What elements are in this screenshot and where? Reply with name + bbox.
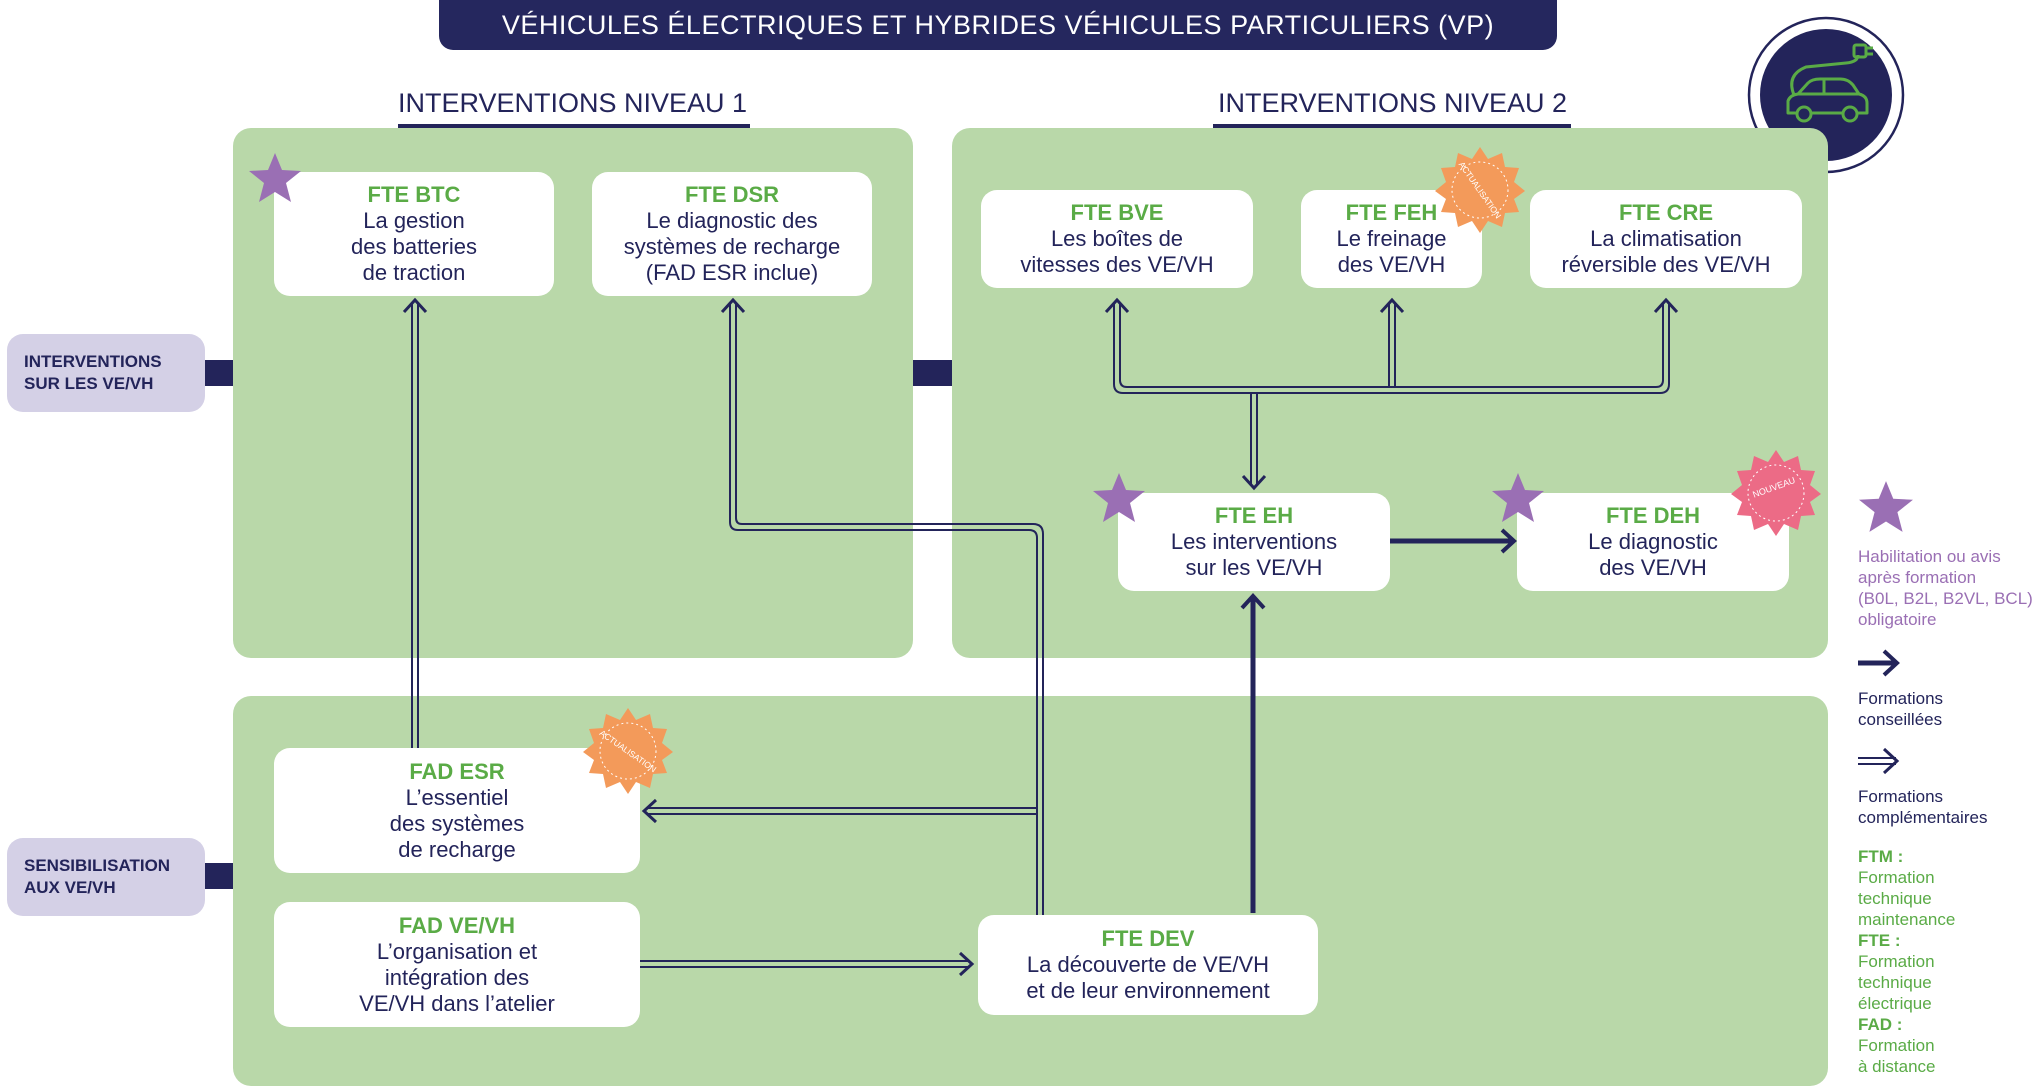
node-code: FTE BVE bbox=[1070, 200, 1164, 225]
legend-double-arrow-text: Formations complémentaires bbox=[1858, 787, 1988, 827]
node-code: FTE BTC bbox=[367, 182, 461, 207]
node-code: FTE DEH bbox=[1605, 503, 1701, 528]
level2-underline bbox=[1213, 124, 1571, 129]
arrow-esr-to-btc bbox=[402, 297, 428, 748]
node-desc: Le diagnostic des systèmes de recharge (… bbox=[623, 208, 841, 285]
level1-underline bbox=[398, 124, 750, 129]
node-fte-dsr: FTE DSR Le diagnostic des systèmes de re… bbox=[592, 172, 872, 296]
node-fte-dev: FTE DEV La découverte de VE/VH et de leu… bbox=[978, 915, 1318, 1015]
sensibilisation-label-text: SENSIBILISATION AUX VE/VH bbox=[24, 856, 171, 897]
sensibilisation-label: SENSIBILISATION AUX VE/VH bbox=[7, 838, 205, 916]
actualisation-badge: ACTUALISATION bbox=[1435, 147, 1525, 233]
abbr-code: FTE : bbox=[1858, 931, 1901, 950]
abbr-ftm: FTM : Formation technique maintenance bbox=[1858, 846, 2033, 930]
arrow-eh-to-deh bbox=[1390, 528, 1517, 554]
abbr-code: FAD : bbox=[1858, 1015, 1903, 1034]
legend-star-text: Habilitation ou avis après formation (B0… bbox=[1858, 547, 2033, 629]
level2-title: INTERVENTIONS NIVEAU 2 bbox=[1217, 88, 1568, 118]
node-fte-bve: FTE BVE Les boîtes de vitesses des VE/VH bbox=[981, 190, 1253, 288]
solid-arrow-icon bbox=[1858, 649, 1900, 677]
abbr-fte: FTE : Formation technique électrique bbox=[1858, 930, 2033, 1014]
node-desc: La gestion des batteries de traction bbox=[351, 208, 477, 285]
node-code: FAD ESR bbox=[409, 758, 505, 784]
node-fte-btc: FTE BTC La gestion des batteries de trac… bbox=[274, 172, 554, 296]
actualisation-badge: ACTUALISATION bbox=[583, 708, 673, 794]
abbr-meaning: Formation technique maintenance bbox=[1858, 868, 1956, 929]
legend-abbreviations: FTM : Formation technique maintenance FT… bbox=[1858, 846, 2033, 1077]
node-desc: Le diagnostic des VE/VH bbox=[1588, 529, 1718, 580]
star-icon bbox=[1093, 473, 1145, 522]
arrow-dev-to-eh bbox=[1240, 593, 1266, 913]
node-desc: L’organisation et intégration des VE/VH … bbox=[359, 938, 555, 1016]
node-fte-eh: FTE EH Les interventions sur les VE/VH bbox=[1118, 493, 1390, 591]
arrow-vevh-to-dev bbox=[640, 951, 975, 977]
abbr-code: FTM : bbox=[1858, 847, 1904, 866]
node-desc: La découverte de VE/VH et de leur enviro… bbox=[1026, 952, 1270, 1003]
abbr-meaning: Formation à distance bbox=[1858, 1036, 1936, 1076]
arrow-eh-to-bve-feh-cre bbox=[1104, 297, 1679, 491]
node-desc: La climatisation réversible des VE/VH bbox=[1561, 226, 1771, 277]
star-icon bbox=[249, 153, 301, 202]
node-code: FTE FEH bbox=[1345, 200, 1438, 225]
interventions-label-text: INTERVENTIONS SUR LES VE/VH bbox=[24, 352, 162, 393]
interventions-connector-middle bbox=[913, 360, 952, 386]
node-fad-esr: FAD ESR L’essentiel des systèmes de rech… bbox=[274, 748, 640, 873]
interventions-label: INTERVENTIONS SUR LES VE/VH bbox=[7, 334, 205, 412]
arrow-dev-to-esr bbox=[641, 798, 1037, 824]
node-desc: L’essentiel des systèmes de recharge bbox=[389, 784, 525, 862]
node-code: FTE EH bbox=[1214, 503, 1294, 528]
double-arrow-icon bbox=[1858, 747, 1900, 775]
node-desc: Le freinage des VE/VH bbox=[1336, 226, 1447, 277]
legend: Habilitation ou avis après formation (B0… bbox=[1858, 480, 2033, 1077]
node-desc: Les boîtes de vitesses des VE/VH bbox=[1020, 226, 1214, 277]
node-code: FTE DEV bbox=[1101, 926, 1195, 951]
page-title: VÉHICULES ÉLECTRIQUES ET HYBRIDES VÉHICU… bbox=[439, 0, 1557, 50]
abbr-meaning: Formation technique électrique bbox=[1858, 952, 1935, 1013]
node-fad-vevh: FAD VE/VH L’organisation et intégration … bbox=[274, 902, 640, 1027]
legend-solid-arrow-text: Formations conseillées bbox=[1858, 689, 1944, 729]
node-code: FAD VE/VH bbox=[398, 912, 516, 938]
abbr-fad: FAD : Formation à distance bbox=[1858, 1014, 2033, 1077]
level1-title: INTERVENTIONS NIVEAU 1 bbox=[397, 88, 748, 118]
interventions-connector-left bbox=[205, 360, 233, 386]
nouveau-badge: NOUVEAU bbox=[1731, 450, 1821, 536]
node-code: FTE CRE bbox=[1618, 200, 1714, 225]
node-code: FTE DSR bbox=[684, 182, 780, 207]
node-fte-cre: FTE CRE La climatisation réversible des … bbox=[1530, 190, 1802, 288]
sensibilisation-connector bbox=[205, 863, 233, 889]
star-icon bbox=[1859, 481, 1913, 532]
arrow-dev-to-dsr bbox=[720, 297, 1044, 915]
node-desc: Les interventions sur les VE/VH bbox=[1170, 529, 1338, 580]
star-icon bbox=[1492, 473, 1544, 522]
